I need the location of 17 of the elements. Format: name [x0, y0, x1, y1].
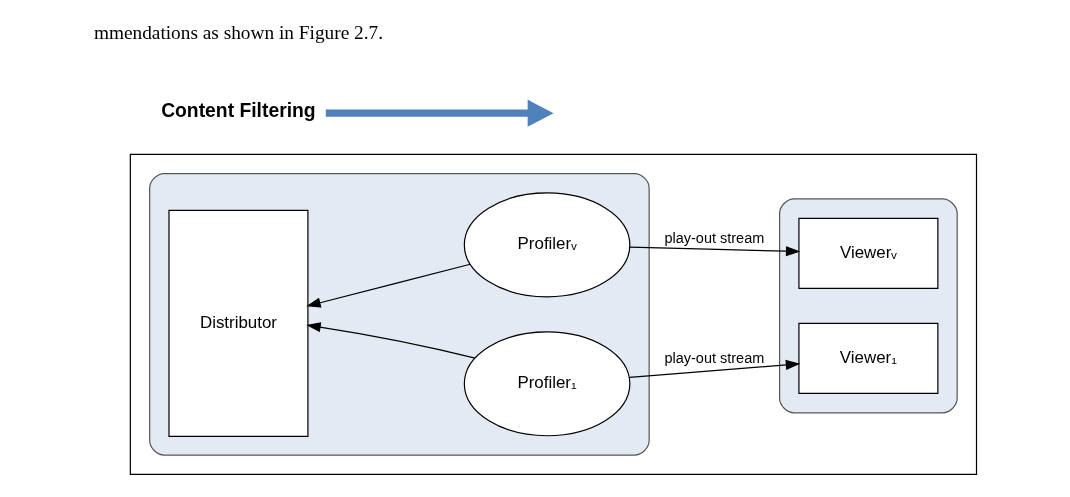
- label: mmendations as shown in Figure 2.7.: [93, 22, 384, 44]
- cluster: [129, 153, 978, 475]
- node-box: Distributor: [168, 209, 309, 437]
- arrow: [306, 322, 476, 359]
- cluster: [149, 173, 650, 456]
- node-text: Content Filtering: [161, 99, 316, 121]
- node-ellipse: Profilerᵥ: [463, 192, 631, 298]
- edge-label: play-out stream: [664, 230, 765, 247]
- node-box: Viewerᵥ: [798, 217, 939, 289]
- arrow: [629, 246, 801, 257]
- arrow: [325, 99, 554, 127]
- node-ellipse: Profiler₁: [463, 331, 631, 437]
- arrow: [306, 263, 471, 308]
- edge-label: play-out stream: [664, 349, 765, 366]
- node-box: Viewer₁: [798, 322, 939, 395]
- cluster: [779, 198, 958, 414]
- arrow: [628, 359, 801, 378]
